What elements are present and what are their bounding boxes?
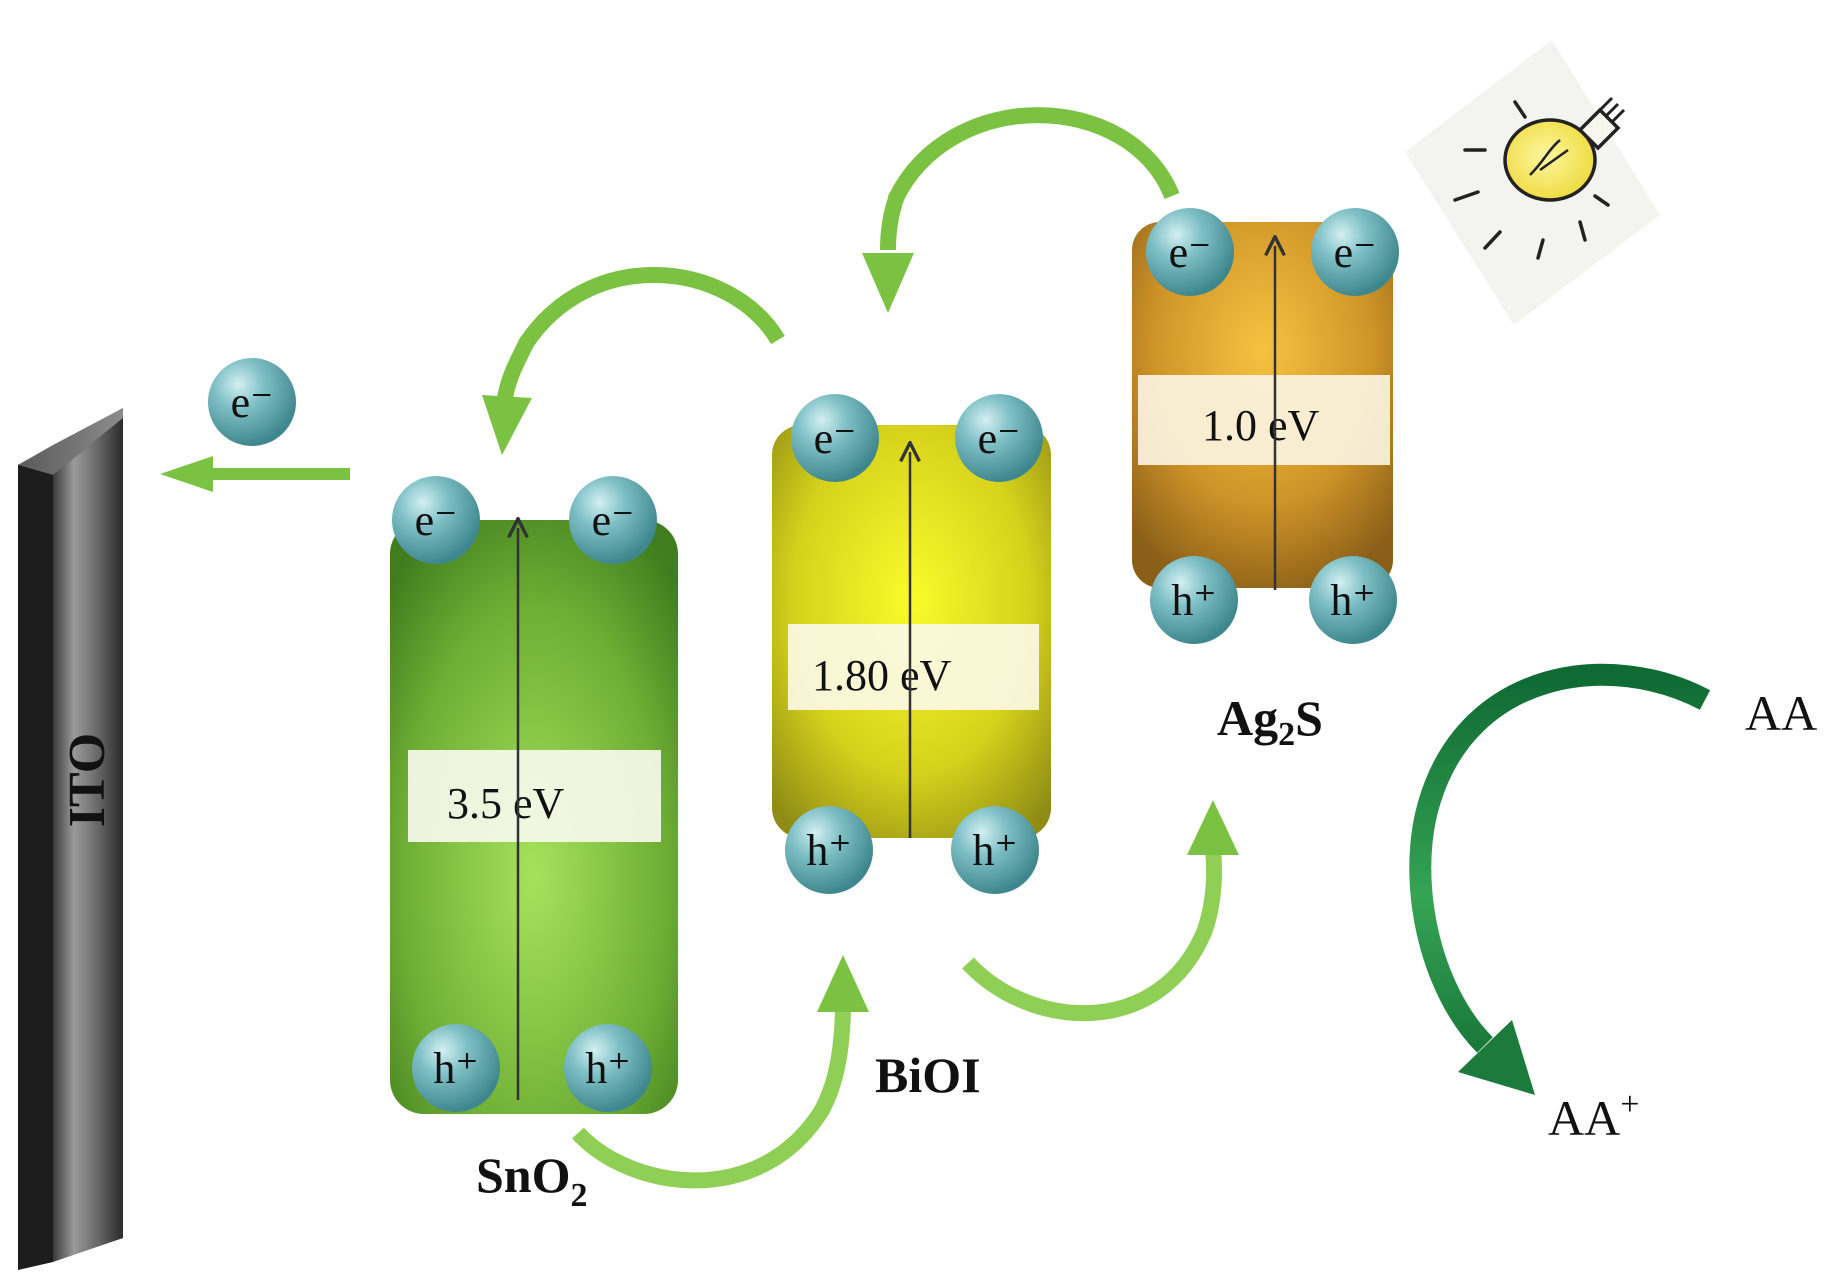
electron-transfer-arrow-ag2s-to-bioi <box>862 107 1180 313</box>
electron-label: e⁻ <box>978 414 1021 463</box>
sno2-bandgap-label: 3.5 eV <box>447 779 565 828</box>
ag2s-bandgap-label: 1.0 eV <box>1202 401 1320 450</box>
ag2s-bandgap-panel <box>1138 375 1390 465</box>
hole-label: h⁺ <box>433 1044 478 1093</box>
electron-particle-free: e⁻ <box>208 358 296 446</box>
bioi-hole-right: h⁺ <box>951 806 1039 894</box>
electron-label: e⁻ <box>592 496 635 545</box>
ito-electrode: ITO <box>18 408 123 1270</box>
ito-label: ITO <box>59 733 116 827</box>
electron-label: e⁻ <box>415 496 458 545</box>
product-label: AA+ <box>1548 1086 1639 1146</box>
oxidation-arrow <box>1409 663 1711 1095</box>
ag2s-hole-right: h⁺ <box>1309 556 1397 644</box>
hole-transfer-arrow-sno2-to-bioi <box>572 955 869 1189</box>
ag2s-electron-right: e⁻ <box>1311 208 1399 296</box>
sno2-hole-left: h⁺ <box>412 1024 500 1112</box>
hole-transfer-arrow-bioi-to-ag2s <box>962 800 1239 1022</box>
light-bulb-icon <box>1405 40 1660 325</box>
bioi-bandgap-label: 1.80 eV <box>812 651 952 700</box>
sno2-electron-left: e⁻ <box>392 476 480 564</box>
electron-label: e⁻ <box>1169 228 1212 277</box>
sno2-electron-right: e⁻ <box>569 476 657 564</box>
bioi-electron-left: e⁻ <box>791 394 879 482</box>
ag2s-hole-left: h⁺ <box>1150 556 1238 644</box>
hole-label: h⁺ <box>806 826 851 875</box>
electron-transfer-arrow-bioi-to-sno2 <box>482 266 785 455</box>
sno2-material-label: SnO2 <box>476 1147 588 1214</box>
reactant-label: AA <box>1745 685 1817 741</box>
hole-label: h⁺ <box>972 826 1017 875</box>
sno2-hole-right: h⁺ <box>564 1024 652 1112</box>
bioi-material-label: BiOI <box>875 1047 981 1103</box>
sno2-bandgap-panel <box>408 750 661 842</box>
particles: e⁻ e⁻ e⁻ h⁺ h⁺ e⁻ e⁻ h⁺ <box>208 208 1399 1112</box>
hole-label: h⁺ <box>585 1044 630 1093</box>
hole-label: h⁺ <box>1330 576 1375 625</box>
transfer-arrow-to-ito <box>160 456 350 492</box>
bioi-electron-right: e⁻ <box>955 394 1043 482</box>
electron-label: e⁻ <box>814 414 857 463</box>
ag2s-material-label: Ag2S <box>1217 690 1323 753</box>
electron-label: e⁻ <box>231 378 274 427</box>
ag2s-electron-left: e⁻ <box>1146 208 1234 296</box>
electron-label: e⁻ <box>1334 228 1377 277</box>
hole-label: h⁺ <box>1171 576 1216 625</box>
bioi-bandgap-panel <box>788 624 1039 710</box>
bioi-hole-left: h⁺ <box>785 806 873 894</box>
